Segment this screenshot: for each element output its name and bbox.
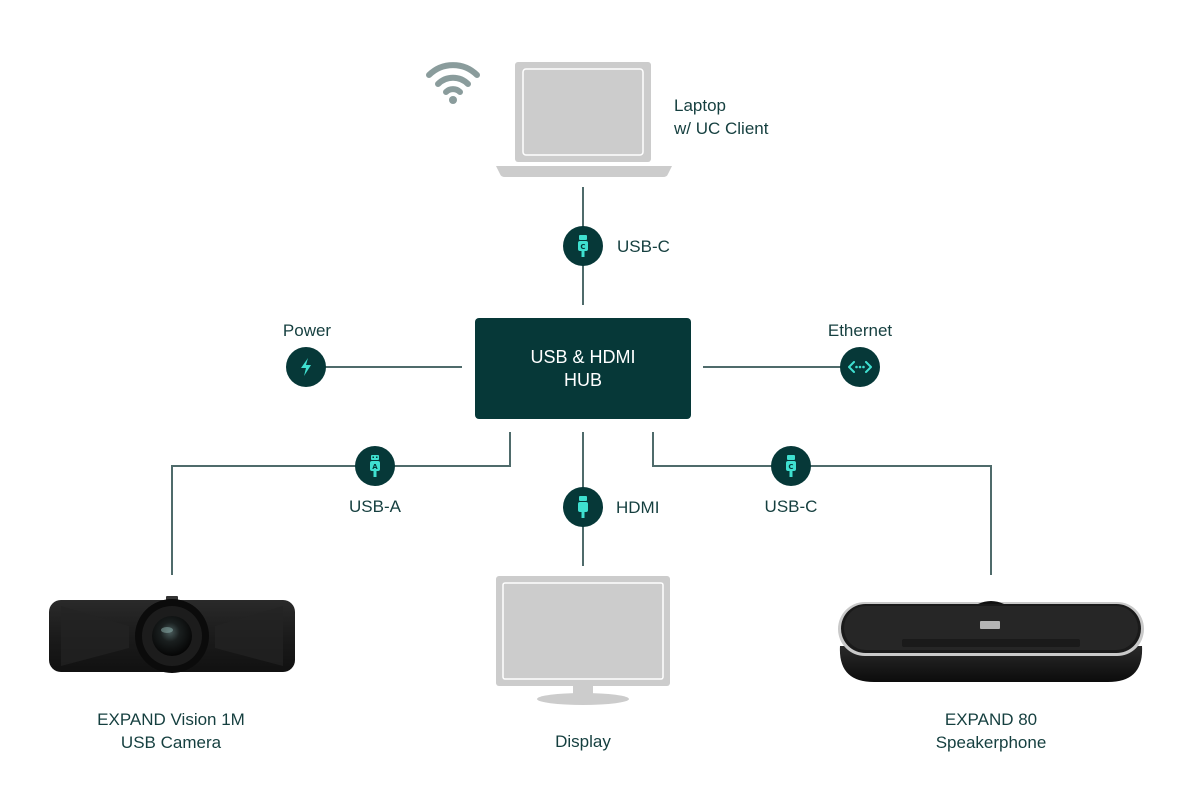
laptop-label-line1: Laptop	[674, 96, 726, 115]
hub-label-line2: HUB	[563, 369, 602, 390]
line-camera-drop	[171, 465, 173, 575]
usb-hdmi-hub[interactable]: USB & HDMI HUB	[475, 318, 691, 419]
hdmi-label: HDMI	[616, 498, 660, 517]
wifi-icon	[424, 58, 482, 106]
usb-a-connection-camera[interactable]: A	[355, 446, 395, 486]
usb-c-speakerphone-label: USB-C	[764, 497, 818, 516]
camera-illustration	[49, 596, 295, 676]
usb-c-icon: C	[576, 234, 590, 258]
display-illustration	[494, 574, 672, 706]
usb-c-connection-speakerphone[interactable]: C	[771, 446, 811, 486]
laptop-illustration	[496, 62, 672, 178]
power-connection[interactable]	[286, 347, 326, 387]
line-speaker-drop	[990, 465, 992, 575]
usb-c-laptop-label: USB-C	[617, 237, 670, 256]
line-hub-to-camera-vertical	[509, 432, 511, 467]
svg-text:C: C	[788, 463, 793, 471]
usb-c-icon: C	[784, 454, 798, 478]
speakerphone-label-line2: Speakerphone	[935, 733, 1047, 752]
line-hub-to-camera-horizontal	[171, 465, 511, 467]
usb-a-icon: A	[368, 454, 382, 478]
hub-label-line1: USB & HDMI	[530, 346, 636, 367]
hdmi-icon	[576, 495, 590, 519]
line-power-to-hub	[318, 366, 462, 368]
speakerphone-label-line1: EXPAND 80	[944, 710, 1038, 729]
ethernet-connection[interactable]	[840, 347, 880, 387]
laptop-label: Laptop w/ UC Client	[674, 94, 768, 140]
usb-a-label: USB-A	[349, 497, 401, 516]
ethernet-label: Ethernet	[827, 321, 893, 340]
line-hub-to-speaker-vertical	[652, 432, 654, 467]
camera-label-line1: EXPAND Vision 1M	[97, 710, 245, 729]
line-hub-to-ethernet	[703, 366, 853, 368]
speakerphone-label: EXPAND 80 Speakerphone	[880, 708, 1102, 754]
svg-text:A: A	[372, 463, 378, 471]
line-hub-to-speaker-horizontal	[652, 465, 992, 467]
display-label: Display	[555, 732, 611, 751]
usb-c-connection-laptop[interactable]: C	[563, 226, 603, 266]
lightning-bolt-icon	[300, 358, 312, 376]
power-label: Power	[282, 321, 332, 340]
laptop-label-line2: w/ UC Client	[674, 119, 769, 138]
camera-label: EXPAND Vision 1M USB Camera	[60, 708, 282, 754]
hdmi-connection-display[interactable]	[563, 487, 603, 527]
ethernet-icon	[848, 361, 872, 373]
camera-label-line2: USB Camera	[120, 733, 222, 752]
svg-text:C: C	[580, 243, 585, 251]
speakerphone-illustration	[834, 594, 1148, 684]
